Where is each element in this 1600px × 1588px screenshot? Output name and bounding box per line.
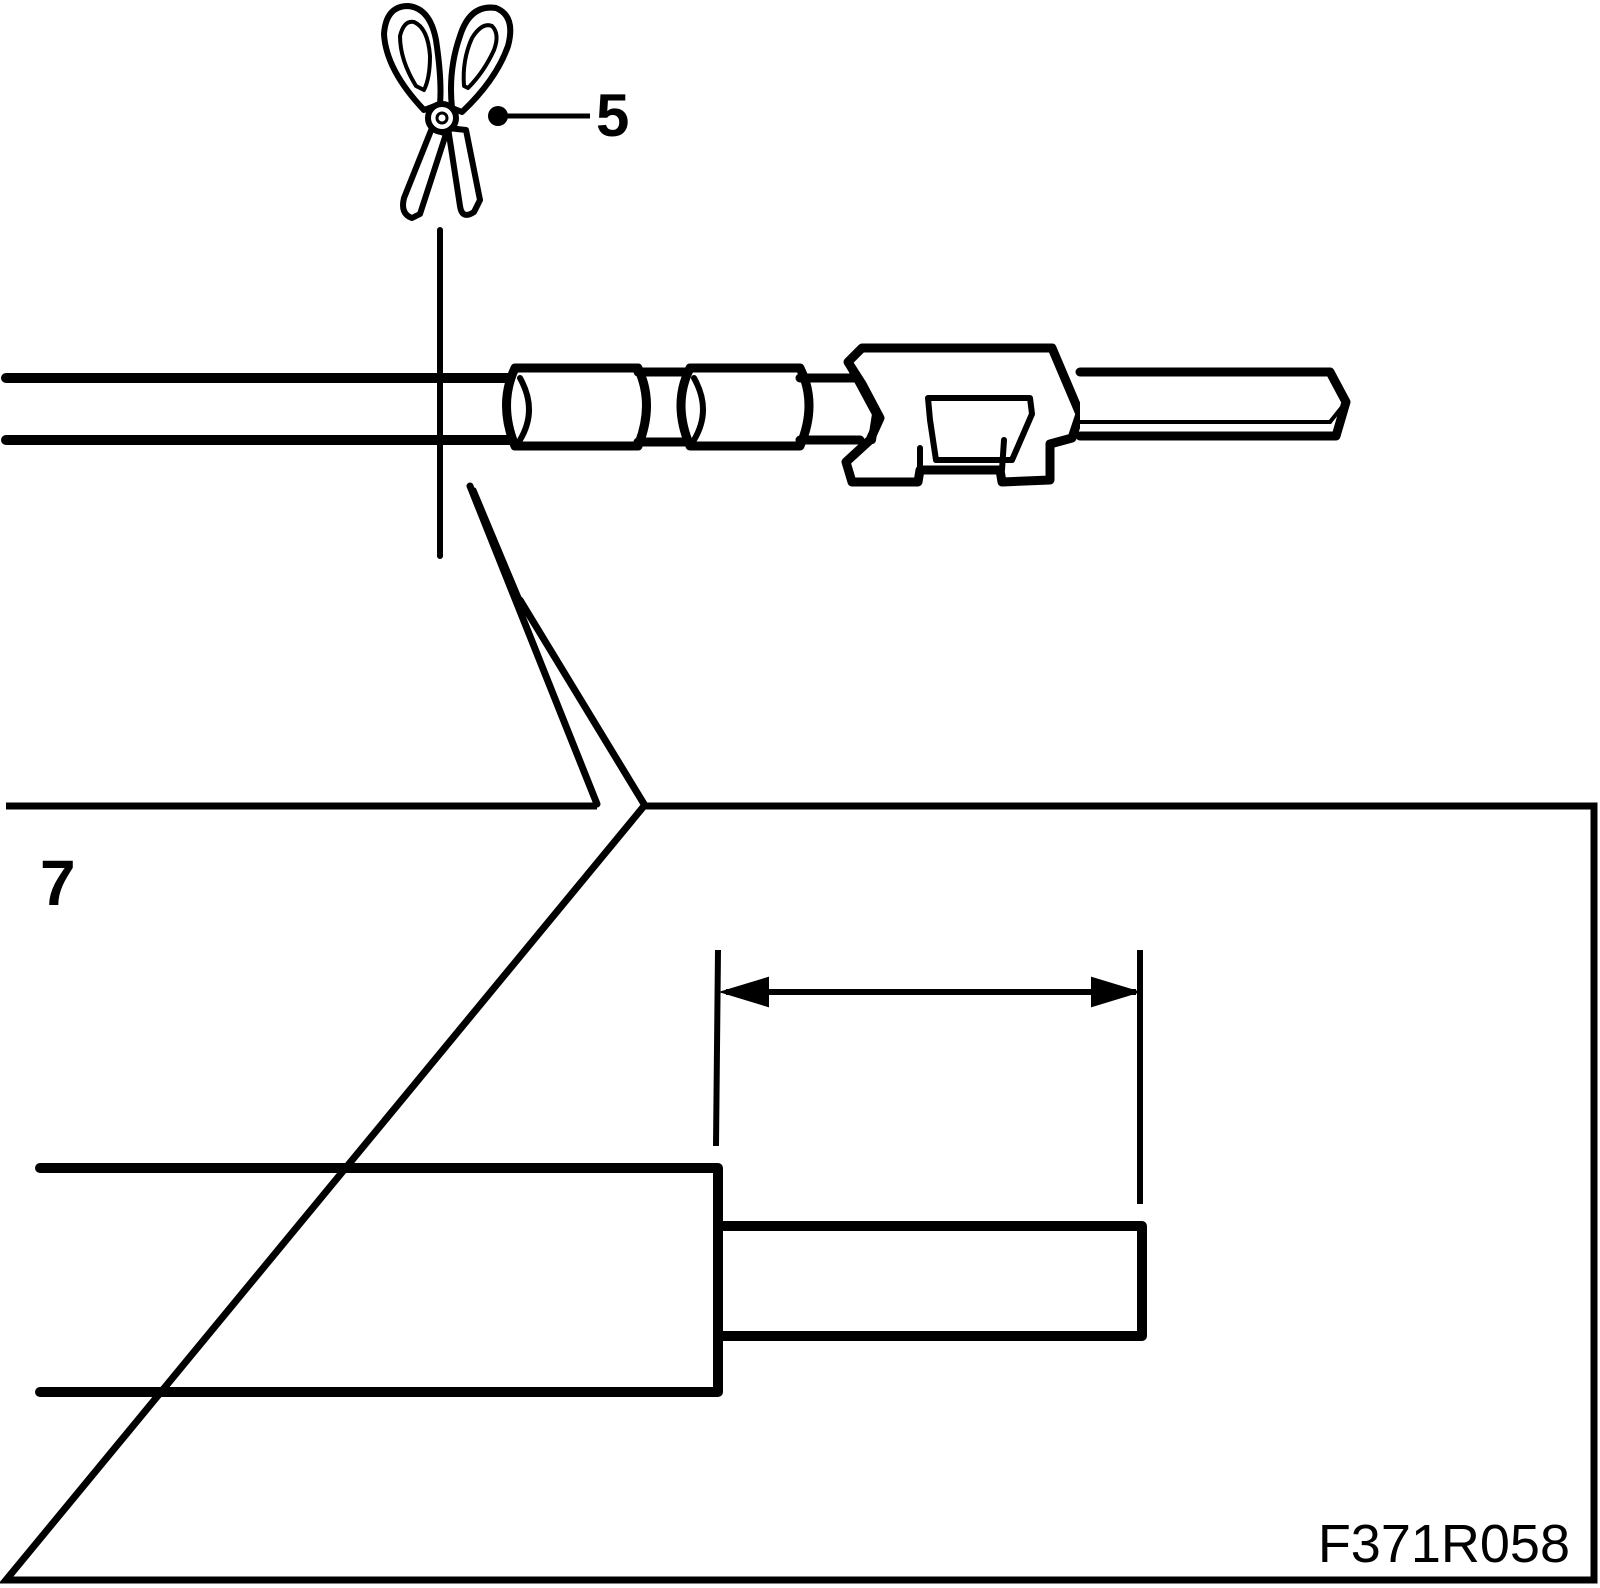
dimension-arrow-left <box>718 976 769 1008</box>
zoom-leader-left <box>466 482 601 808</box>
strip-length-dimension <box>713 949 1143 1204</box>
stripped-wire-detail <box>35 1163 1147 1397</box>
detail-frame <box>0 802 1598 1584</box>
zoom-leader-right <box>516 596 648 808</box>
wire-assembly <box>1 227 1351 808</box>
crimp-sleeve-1 <box>502 363 651 451</box>
callout-5: 5 <box>488 82 629 149</box>
conductor-outline <box>713 1221 1147 1341</box>
scissors-icon <box>381 3 514 221</box>
locking-clip <box>841 343 1085 487</box>
figure-code: F371R058 <box>1318 1514 1570 1574</box>
contact-blade <box>1075 367 1351 441</box>
zoom-leader-link <box>471 487 523 603</box>
insulation-outline <box>35 1163 723 1397</box>
dimension-arrow-right <box>1091 976 1142 1008</box>
detail-label: 7 <box>40 847 76 919</box>
crimp-sleeve-2 <box>676 363 814 451</box>
dimension-ext-left <box>713 949 721 1147</box>
callout-5-label: 5 <box>596 82 629 149</box>
detail-box: 7 F371R058 <box>0 802 1598 1584</box>
